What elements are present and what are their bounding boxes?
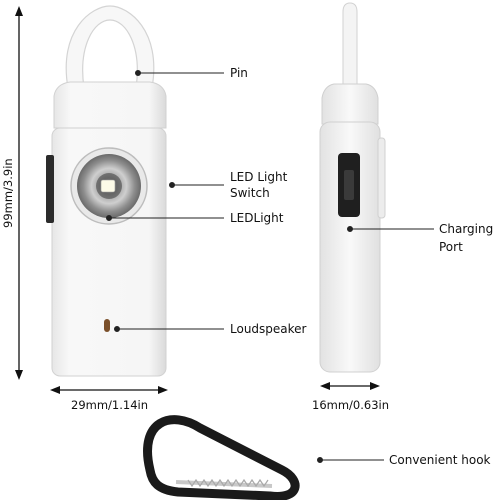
leader-switch-dot <box>169 182 175 188</box>
led-chip <box>100 179 116 193</box>
label-led-switch: LED Light Switch <box>230 170 287 200</box>
side-width-arrow-right <box>370 382 380 390</box>
leader-charging-dot <box>347 226 353 232</box>
carabiner-hook <box>143 415 300 500</box>
leader-hook-dot <box>317 457 323 463</box>
label-front-width: 29mm/1.14in <box>71 398 149 412</box>
label-charging-line2: Port <box>439 240 463 254</box>
leader-speaker-dot <box>114 326 120 332</box>
label-loudspeaker: Loudspeaker <box>230 322 307 336</box>
label-charging-port: Charging Port <box>439 222 493 254</box>
side-body <box>319 121 381 373</box>
side-width-arrow-left <box>320 382 330 390</box>
label-side-width: 16mm/0.63in <box>312 398 390 412</box>
label-height: 99mm/3.9in <box>1 158 15 228</box>
side-top-cap <box>321 83 379 125</box>
leader-lines <box>106 70 434 463</box>
front-view-device <box>46 5 167 377</box>
side-view-device <box>319 2 386 373</box>
leader-ledlight-dot <box>106 215 112 221</box>
side-pin-loop <box>342 2 358 89</box>
height-arrow-top <box>15 6 23 16</box>
speaker-slot <box>104 319 110 332</box>
label-led-switch-line1: LED Light <box>230 170 288 184</box>
label-charging-line1: Charging <box>439 222 494 236</box>
front-pin-loop <box>65 5 155 89</box>
carabiner-spring <box>187 478 269 488</box>
label-led-switch-line2: Switch <box>230 186 270 200</box>
carabiner-body <box>143 415 300 500</box>
label-hook: Convenient hook <box>389 453 491 467</box>
side-button <box>377 137 386 219</box>
front-top-cap <box>53 81 167 129</box>
leader-pin-dot <box>135 70 141 76</box>
charging-port-slot <box>344 170 354 200</box>
front-width-arrow-right <box>158 386 168 394</box>
front-width-arrow-left <box>50 386 60 394</box>
front-side-switch <box>46 155 54 223</box>
label-led-light: LEDLight <box>230 211 284 225</box>
height-arrow-bottom <box>15 370 23 380</box>
dimension-arrows <box>15 6 380 394</box>
label-pin: Pin <box>230 66 248 80</box>
